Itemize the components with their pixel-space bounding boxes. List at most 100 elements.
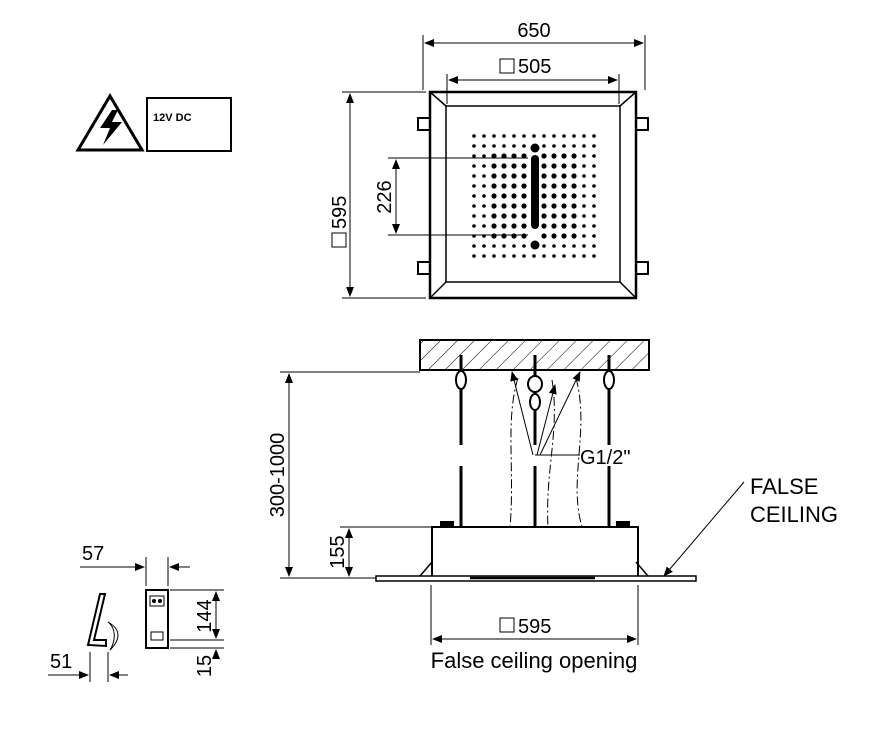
shower-body — [431, 526, 639, 580]
nozzle-dot — [521, 233, 527, 239]
square-symbol — [499, 617, 515, 633]
nozzle-dot — [592, 214, 596, 218]
nozzle-dot — [482, 194, 486, 198]
nozzle-dot — [491, 193, 497, 199]
nozzle-dot — [472, 224, 476, 228]
voltage-label: 12V DC — [153, 112, 192, 124]
false-ceiling-line1: FALSE — [750, 474, 818, 499]
nozzle-dot — [482, 174, 486, 178]
high-voltage-icon — [75, 93, 145, 152]
nozzle-dot — [522, 254, 526, 258]
nozzle-dot — [521, 183, 527, 189]
nozzle-dot — [551, 213, 557, 219]
nozzle-dot — [491, 233, 497, 239]
nozzle-dot — [541, 213, 547, 219]
nozzle-dot — [542, 134, 546, 138]
nozzle-dot — [472, 204, 476, 208]
nozzle-dot — [561, 203, 567, 209]
nozzle-dot — [541, 163, 547, 169]
nozzle-dot — [511, 233, 517, 239]
nozzle-dot — [472, 134, 476, 138]
nozzle-dot — [501, 183, 507, 189]
nozzle-dot — [582, 154, 586, 158]
nozzle-dot — [482, 184, 486, 188]
nozzle-dot — [561, 223, 567, 229]
nozzle-dot — [512, 134, 516, 138]
nozzle-dot — [511, 203, 517, 209]
nozzle-dot — [482, 204, 486, 208]
nozzle-dot — [511, 173, 517, 179]
dim-bracket-base-height: 15 — [194, 655, 216, 677]
nozzle-dot — [522, 144, 526, 148]
nozzle-dot — [501, 193, 507, 199]
nozzle-dot — [552, 244, 556, 248]
nozzle-dot — [592, 224, 596, 228]
nozzle-dot — [592, 184, 596, 188]
nozzle-dot — [491, 203, 497, 209]
nozzle-dot — [472, 184, 476, 188]
nozzle-dot — [482, 144, 486, 148]
nozzle-dot — [561, 173, 567, 179]
nozzle-dot — [521, 193, 527, 199]
nozzle-dot — [541, 203, 547, 209]
nozzle-dot — [472, 144, 476, 148]
nozzle-dot — [551, 153, 557, 159]
nozzle-dot — [551, 183, 557, 189]
nozzle-dot — [582, 214, 586, 218]
nozzle-dot — [542, 254, 546, 258]
dim-nozzle-span: 226 — [374, 180, 396, 213]
nozzle-dot — [582, 194, 586, 198]
nozzle-dot — [521, 163, 527, 169]
nozzle-dot — [592, 174, 596, 178]
nozzle-dot — [491, 163, 497, 169]
nozzle-dot — [501, 233, 507, 239]
opening-caption: False ceiling opening — [431, 648, 638, 673]
nozzle-dot — [582, 234, 586, 238]
nozzle-dot — [482, 134, 486, 138]
nozzle-dot — [502, 144, 506, 148]
nozzle-dot — [541, 233, 547, 239]
nozzle-dot — [532, 254, 536, 258]
nozzle-dot — [552, 134, 556, 138]
nozzle-dot — [511, 193, 517, 199]
nozzle-dot — [501, 213, 507, 219]
nozzle-dot — [501, 223, 507, 229]
nozzle-dot — [521, 203, 527, 209]
nozzle-dot — [541, 223, 547, 229]
nozzle-dot — [561, 193, 567, 199]
nozzle-dot — [551, 223, 557, 229]
nozzle-dot — [571, 183, 577, 189]
nozzle-dot — [561, 183, 567, 189]
nozzle-dot — [541, 183, 547, 189]
dim-inner-width: 505 — [518, 56, 551, 78]
nozzle-dot — [521, 173, 527, 179]
nozzle-dot — [572, 134, 576, 138]
nozzle-dot — [541, 153, 547, 159]
nozzle-dot — [511, 183, 517, 189]
bracket-view: 57 51 144 15 — [48, 543, 224, 682]
dim-drop-range: 300-1000 — [267, 433, 289, 518]
nozzle-dot — [501, 153, 507, 159]
nozzle-dot — [542, 244, 546, 248]
connection-label: G1/2" — [580, 447, 630, 469]
nozzle-dot — [592, 144, 596, 148]
nozzle-dot — [582, 184, 586, 188]
nozzle-dot — [592, 204, 596, 208]
nozzle-dot — [492, 244, 496, 248]
nozzle-dot — [592, 164, 596, 168]
nozzle-dot — [492, 254, 496, 258]
dim-bracket-height: 144 — [194, 599, 216, 632]
nozzle-dot — [571, 213, 577, 219]
side-view: G1/2" FALSE CEILING 300-1000 155 595 Fal… — [267, 339, 838, 673]
nozzle-dot — [472, 174, 476, 178]
nozzle-dot — [571, 233, 577, 239]
nozzle-dot — [492, 134, 496, 138]
nozzle-dot — [542, 144, 546, 148]
nozzle-dot — [521, 213, 527, 219]
nozzle-dot — [562, 254, 566, 258]
nozzle-dot — [482, 244, 486, 248]
nozzle-dot — [482, 224, 486, 228]
dim-body-height: 155 — [327, 535, 349, 568]
nozzle-dot — [541, 173, 547, 179]
